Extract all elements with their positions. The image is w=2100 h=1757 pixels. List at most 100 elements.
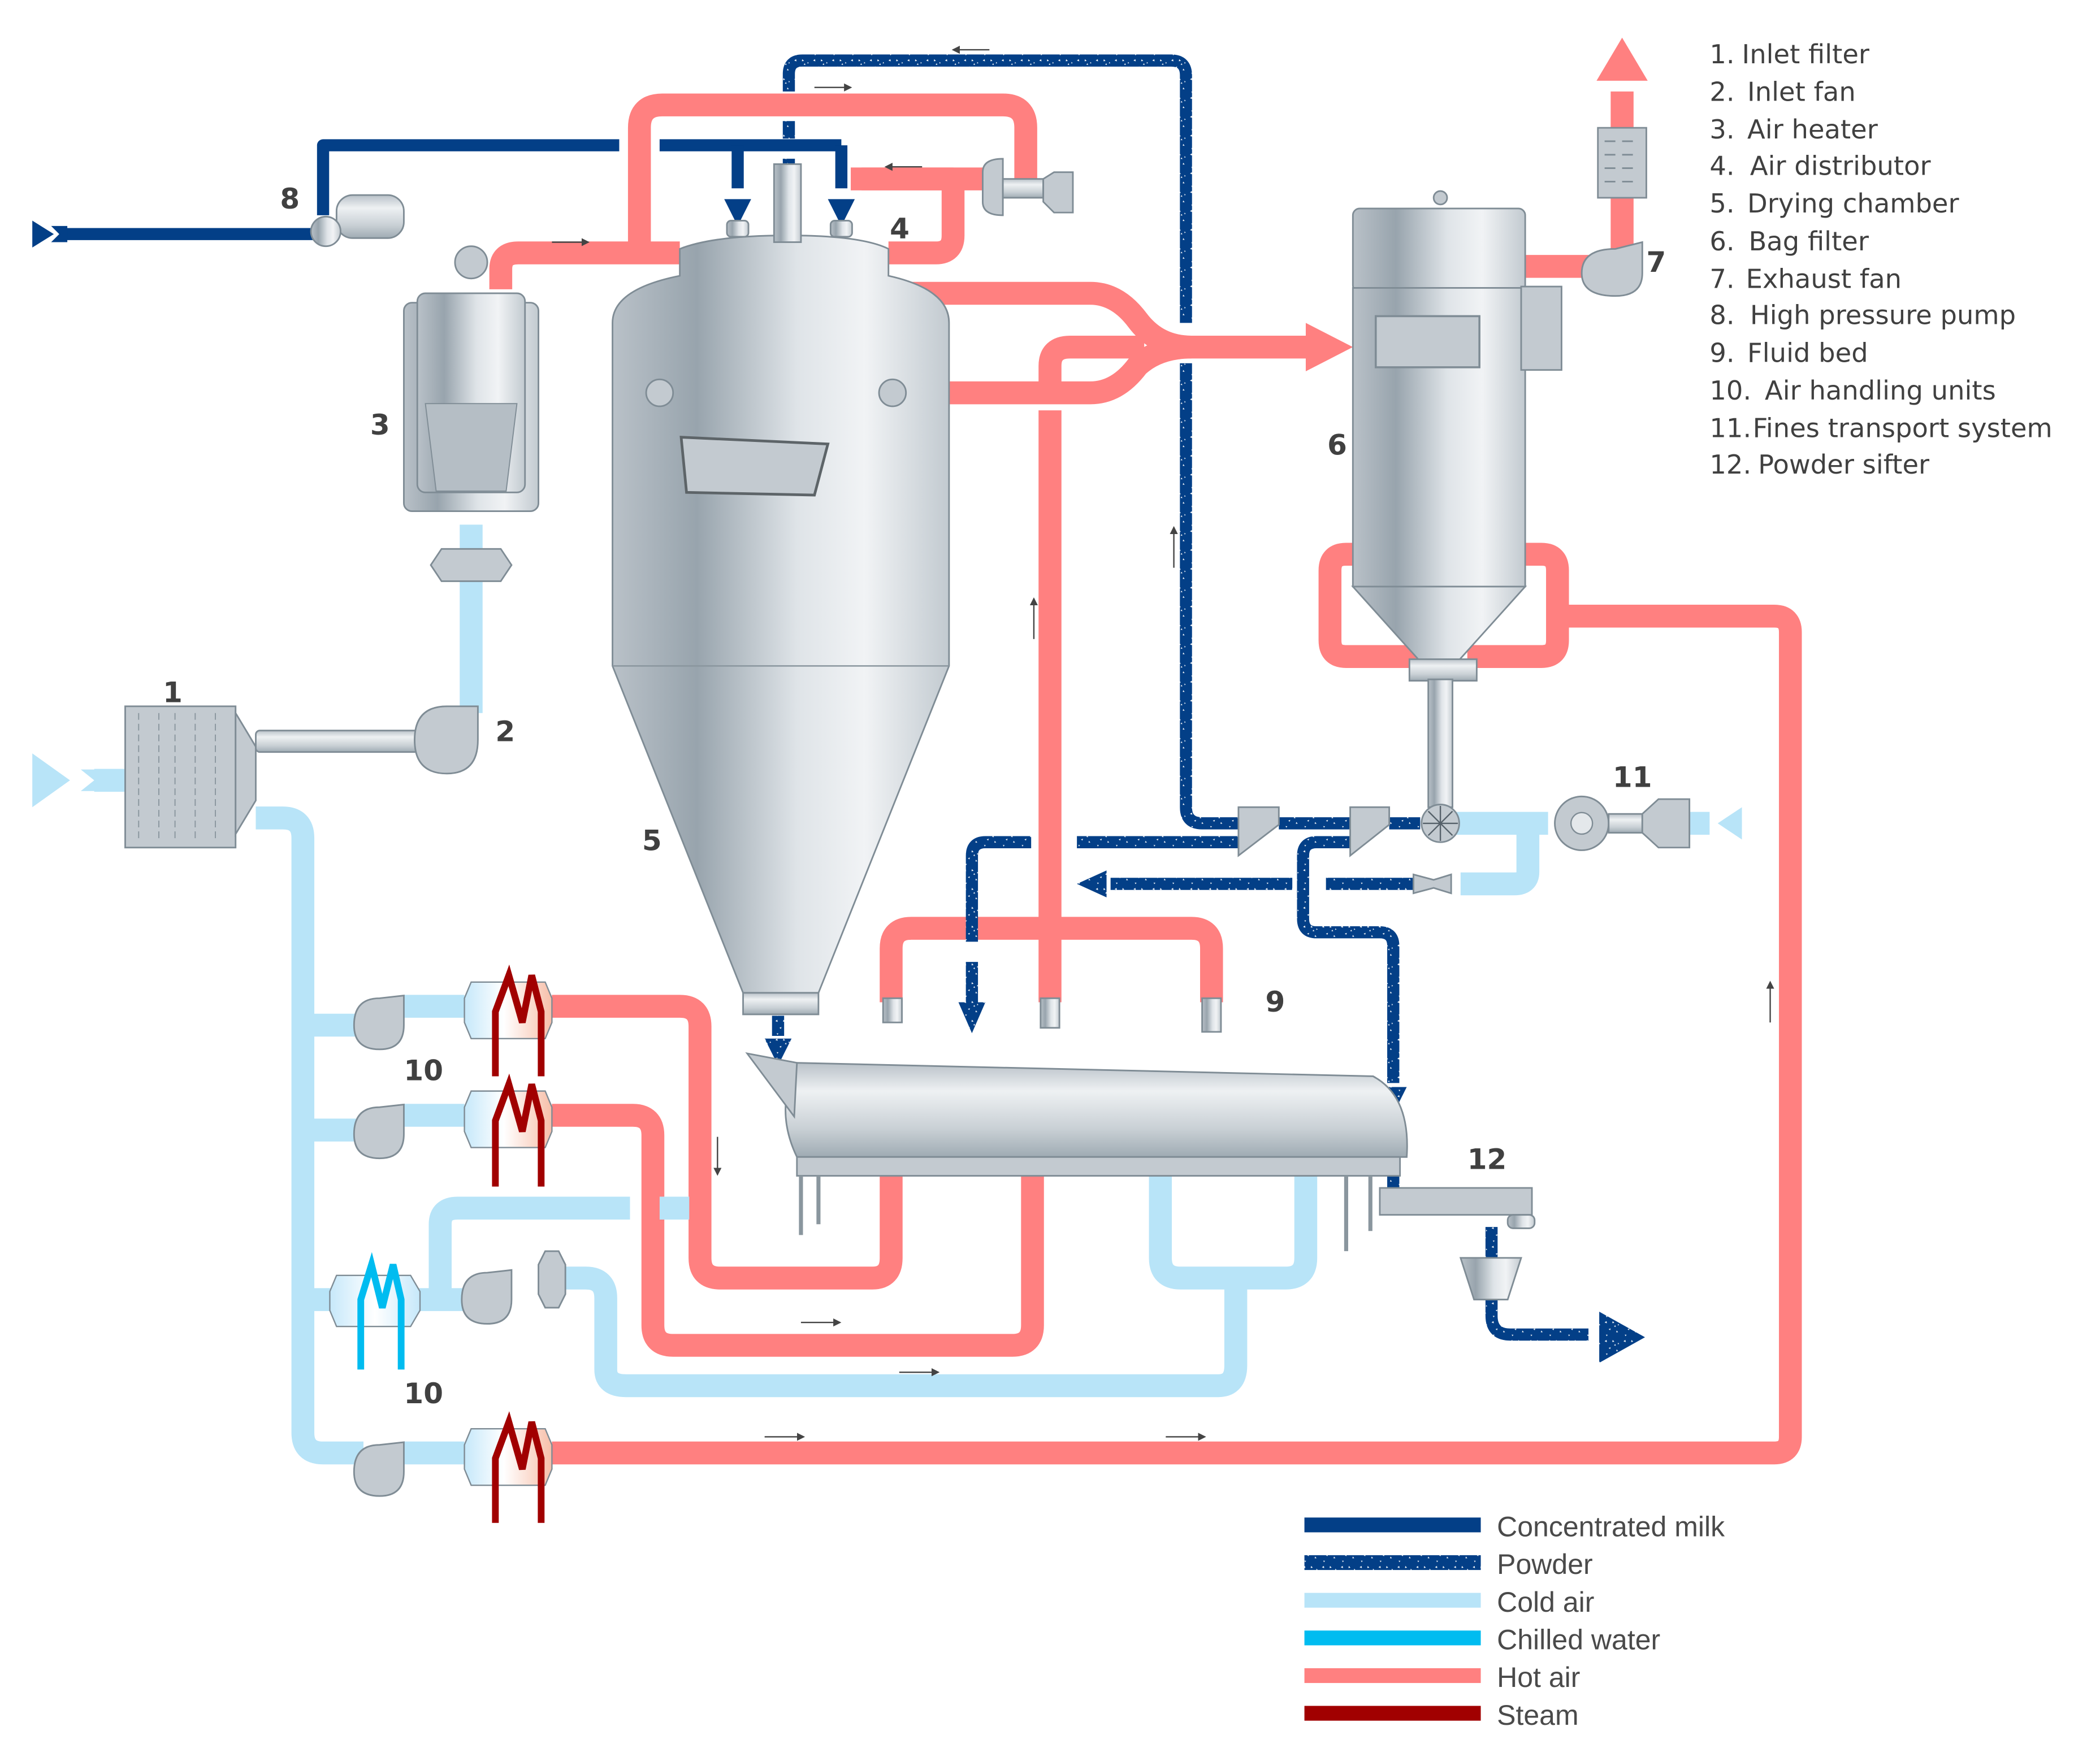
concentrated-milk-pipes: [32, 139, 855, 248]
exhaust-silencer: [1597, 127, 1647, 199]
flow-direction-arrows: [552, 45, 1774, 1441]
bag-filter-discharge-pipe: [1427, 678, 1453, 808]
label-air-distributor: 4: [890, 212, 910, 245]
label-bag-filter: 6: [1327, 429, 1347, 462]
hot-air-chamber-lower-outlet: [949, 335, 1192, 405]
legend-label: Powder: [1497, 1548, 1593, 1580]
bag-filter-hatch: [1375, 315, 1480, 368]
legend-label: Chilled water: [1497, 1624, 1660, 1656]
air-heater[interactable]: [402, 245, 539, 582]
component-list-number: 10.: [1709, 375, 1751, 406]
fluid-bed-hot-inlet-1: [882, 997, 903, 1023]
distributor-fan-filter: [1042, 171, 1074, 214]
inlet-filter-outlet-hood: [235, 710, 257, 838]
label-drying-chamber: 5: [642, 825, 662, 857]
hot-air-top-loop: [627, 93, 1037, 253]
milk-nozzle-arrow-right: [828, 199, 855, 226]
label-air-handling-units-lower: 10: [404, 1377, 443, 1410]
component-list-label: Powder sifter: [1758, 449, 1930, 480]
component-list-label: Exhaust fan: [1746, 263, 1902, 294]
component-list-label: Air heater: [1747, 114, 1878, 145]
distributor-fan-housing: [982, 158, 1004, 216]
component-list-item: 12. Powder sifter: [1709, 449, 1930, 480]
ahu-inline-filter: [538, 1250, 566, 1309]
fines-transport-system[interactable]: [1237, 795, 1691, 895]
component-list-label: Fines transport system: [1753, 413, 2053, 444]
pump-motor: [335, 194, 405, 239]
distributor-fan[interactable]: [982, 158, 1074, 216]
component-list-label: Bag filter: [1748, 226, 1869, 257]
air-handling-units[interactable]: [329, 964, 566, 1523]
component-list-number: 1.: [1709, 39, 1734, 70]
label-inlet-filter: 1: [163, 676, 183, 709]
component-list-item: 8. High pressure pump: [1709, 300, 2016, 331]
legend-item-chilled-water: Chilled water: [1304, 1624, 1660, 1656]
component-list-number: 7.: [1709, 263, 1734, 294]
powder-product-out-arrow: [1599, 1312, 1646, 1363]
component-list-label: Fluid bed: [1747, 337, 1868, 368]
component-list-label: High pressure pump: [1750, 300, 2016, 331]
cold-air-ahu-1-branch: [302, 995, 465, 1037]
milk-nozzle-arrow-left: [724, 199, 751, 226]
bag-filter-top: [1352, 207, 1526, 293]
ahu-fan-icon: [461, 1269, 513, 1325]
air-heater-inline-filter: [430, 548, 513, 582]
inlet-filter[interactable]: [124, 705, 421, 849]
sifter-funnel: [1459, 1257, 1522, 1301]
ahu-fan-icon: [353, 1441, 405, 1497]
fines-blower-filter: [1641, 798, 1691, 849]
legend: Concentrated milk Powder Cold air Chille…: [1304, 1511, 1725, 1731]
powder-sifter[interactable]: [1379, 1187, 1536, 1301]
component-list-number: 11.: [1709, 413, 1751, 444]
label-air-heater: 3: [370, 409, 390, 441]
fines-ejector-1: [1237, 806, 1280, 857]
legend-label: Concentrated milk: [1497, 1511, 1725, 1543]
component-list-item: 9. Fluid bed: [1709, 337, 1868, 368]
legend-swatch: [1304, 1555, 1481, 1571]
powder-fines-riser: [1180, 363, 1239, 830]
high-pressure-pump[interactable]: [310, 194, 405, 248]
exhaust-fan[interactable]: [1581, 127, 1647, 297]
cold-air-fluid-bed-loop: [1149, 1170, 1318, 1290]
fluid-bed-inlet-chute: [745, 1052, 798, 1119]
label-high-pressure-pump: 8: [280, 183, 300, 215]
exhaust-fan-housing-icon: [1581, 241, 1643, 297]
fluid-bed-hot-inlet-3: [1201, 997, 1222, 1033]
drying-chamber-body: [612, 235, 950, 994]
legend-item-cold-air: Cold air: [1304, 1586, 1594, 1618]
hot-air-fluid-bed-return: [1038, 335, 1145, 404]
exhaust-arrow-icon: [1596, 37, 1648, 81]
bag-filter-inlet-scroll: [1520, 285, 1562, 371]
legend-item-steam: Steam: [1304, 1699, 1579, 1731]
powder-fines-return-top: [782, 54, 1192, 323]
ahu-fan-icon: [353, 995, 405, 1051]
distributor-fan-duct: [1002, 178, 1045, 199]
fluid-bed[interactable]: [745, 997, 1408, 1251]
legend-label: Steam: [1497, 1699, 1579, 1731]
milk-inlet-arrow: [32, 220, 54, 248]
bag-filter[interactable]: [1351, 190, 1562, 843]
ahu-fan-icon: [353, 1103, 405, 1160]
component-list-item: 6. Bag filter: [1709, 226, 1869, 257]
hot-air-fluid-bed-manifold: [880, 917, 1223, 1003]
drying-chamber[interactable]: [612, 163, 950, 1016]
powder-arrow-to-riser: [1077, 870, 1107, 897]
component-list-item: 11. Fines transport system: [1709, 413, 2052, 444]
fluid-bed-body: [785, 1062, 1408, 1158]
cold-air-cooled-line: [558, 1266, 1248, 1398]
hot-air-heater-to-distributor: [489, 241, 680, 289]
atomizer-shaft: [773, 163, 802, 243]
cold-air-fines-venturi: [1460, 823, 1540, 896]
ahu-4: [353, 1411, 553, 1523]
powder-fines-to-fluid-bed-a: [965, 836, 1239, 942]
inlet-fan[interactable]: [414, 705, 479, 775]
label-air-handling-units-upper: 10: [404, 1055, 443, 1087]
ahu-1: [353, 964, 553, 1077]
component-list-item: 4. Air distributor: [1709, 150, 1931, 181]
cold-air-inlet-arrow: [32, 753, 70, 808]
sifter-body: [1379, 1187, 1533, 1216]
inlet-filter-body: [124, 705, 237, 849]
component-list-number: 5.: [1709, 188, 1734, 219]
legend-swatch: [1304, 1593, 1481, 1608]
pump-head-icon: [310, 215, 341, 248]
